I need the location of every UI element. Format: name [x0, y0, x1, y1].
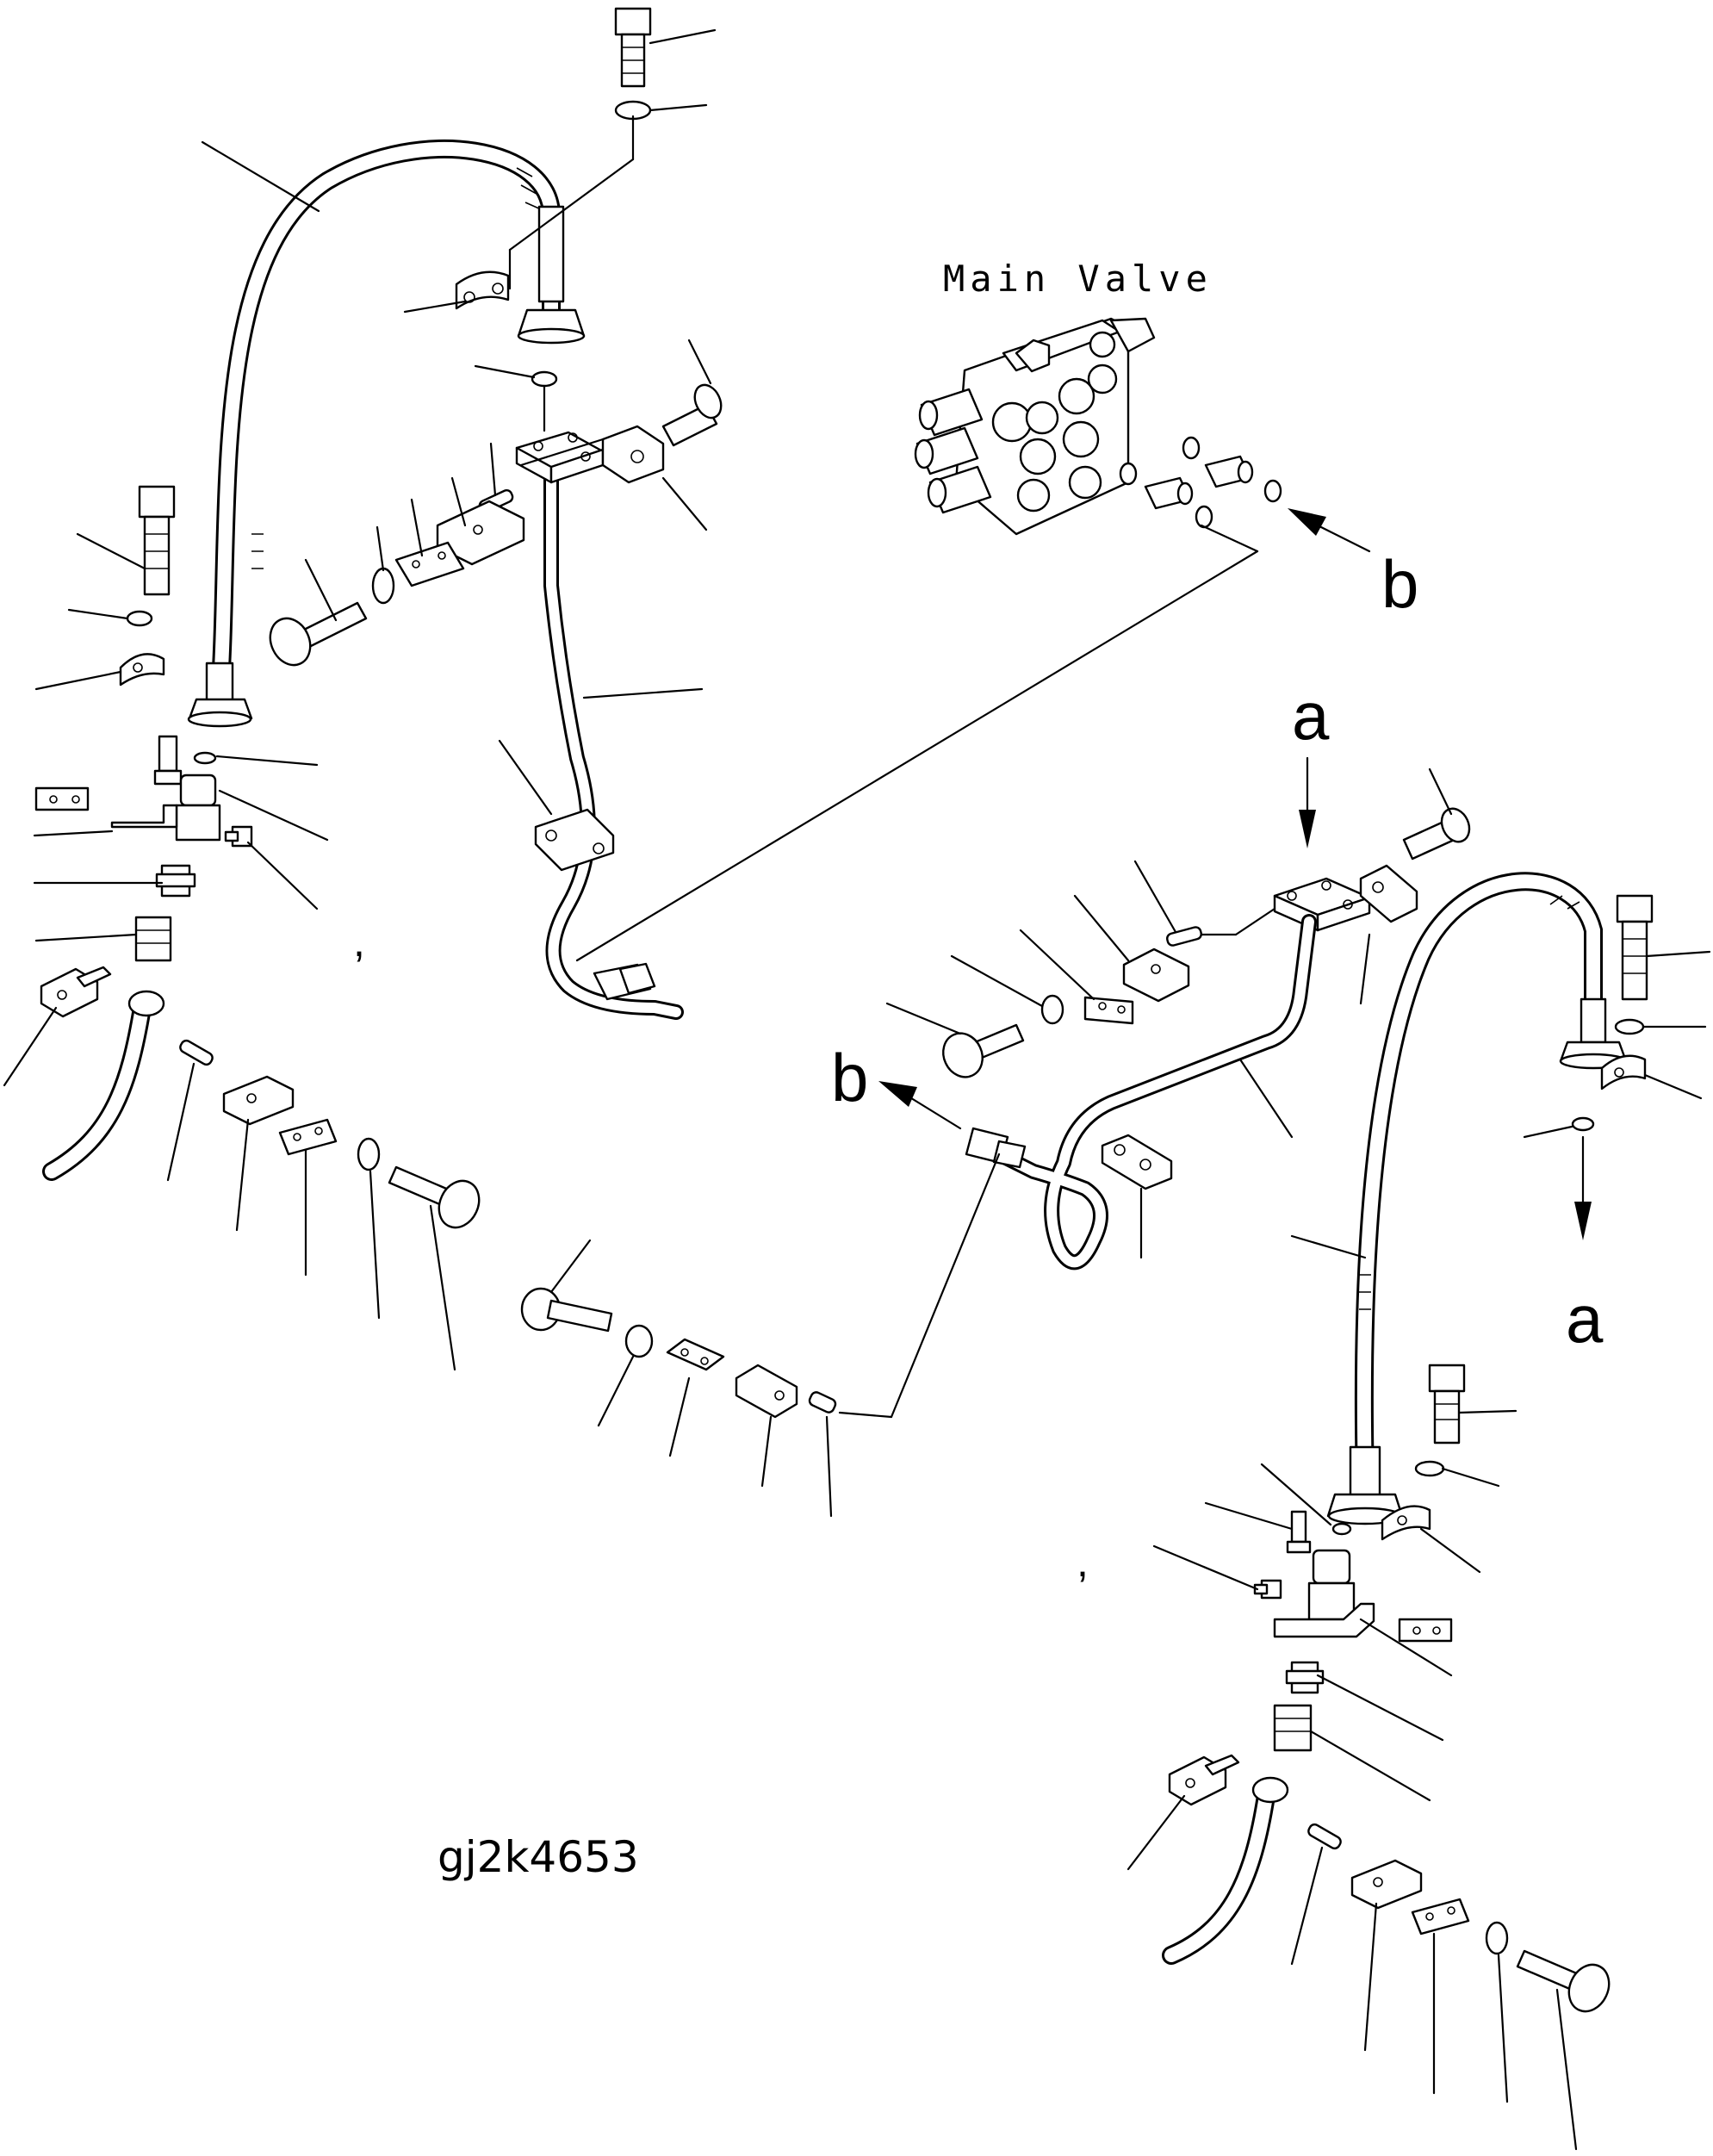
long-bolt-middle	[520, 1287, 613, 1333]
split-flange-right-top	[1600, 1054, 1647, 1090]
split-block-middle	[735, 1364, 798, 1419]
hose-fitting-right-bottom	[1326, 1445, 1404, 1525]
washer-right-lower	[1414, 1460, 1445, 1477]
bracket-plate-left	[34, 786, 90, 811]
adapter-right	[1307, 1549, 1356, 1621]
hose-left	[210, 140, 561, 707]
nut-right	[1273, 1704, 1313, 1752]
main-valve-body	[954, 317, 1156, 536]
plate-left	[394, 541, 465, 587]
tube-end-nut-right	[965, 1127, 1027, 1169]
bolt-far-left	[138, 485, 176, 596]
washer-middle	[624, 1324, 654, 1358]
drawing-code: gj2k4653	[438, 1832, 639, 1882]
split-block-right-upper	[1122, 948, 1190, 1003]
plug-fitting-left	[153, 735, 183, 786]
hose-left-lower	[42, 990, 165, 1181]
o-ring-valve-2	[1119, 462, 1138, 486]
leader-lines-right-top	[1523, 950, 1711, 1139]
hose-fitting-left-top	[517, 205, 586, 345]
pin-lower-right	[1307, 1823, 1342, 1850]
tube-flange-top-left	[515, 431, 605, 484]
nipple-right	[1285, 1661, 1325, 1694]
plate-right-upper	[1083, 996, 1134, 1025]
bracket-plate-right	[1398, 1618, 1453, 1643]
split-flange-block-top-right	[1359, 864, 1418, 923]
ref-letter-a-bottom: a	[1566, 1281, 1604, 1357]
bolt-right-lower	[1428, 1364, 1466, 1445]
elbow-small-left	[224, 825, 253, 848]
split-block-lower-right-2	[1350, 1859, 1423, 1910]
tube-flange-top-right	[1273, 877, 1371, 932]
nipple-left	[155, 864, 196, 898]
arrow-a-bottom	[1574, 1135, 1592, 1240]
steel-tube-left	[543, 462, 684, 1020]
ref-letter-a-top: a	[1292, 678, 1330, 754]
washer-left-mid	[371, 567, 395, 605]
plate-middle	[666, 1338, 725, 1371]
elbow-small-right	[1253, 1579, 1282, 1600]
washer-right-top	[1614, 1018, 1645, 1035]
split-flange-block-right	[601, 425, 665, 484]
o-ring-valve-1	[1182, 436, 1201, 460]
split-block-lower-left	[40, 966, 112, 1018]
washer-right-upper	[1040, 994, 1064, 1025]
bracket-right	[1273, 1602, 1375, 1638]
leader-lines-far-left	[34, 532, 146, 691]
split-flange-far-left	[119, 653, 165, 687]
bracket-left	[110, 804, 178, 829]
arrow-a-top	[1299, 756, 1316, 848]
comma-mark-right: ,	[1077, 1538, 1089, 1586]
o-ring-small-left	[193, 751, 217, 765]
pin-lower-left	[179, 1039, 214, 1066]
pin-right-upper	[1166, 926, 1202, 947]
leader-lines-right-lower	[1419, 1409, 1517, 1574]
comma-mark-left: ,	[353, 917, 365, 966]
hose-right-lower	[1162, 1776, 1289, 1965]
long-bolt-right-upper	[942, 1023, 1025, 1078]
valve-adapter-2	[1144, 476, 1194, 510]
plug-fitting-right	[1286, 1510, 1312, 1554]
tube-end-nut-left	[593, 962, 656, 1001]
valve-adapter-1	[1204, 455, 1254, 488]
pin-middle	[808, 1391, 837, 1414]
ref-letter-b-right: b	[1381, 546, 1418, 622]
long-bolt-lower-left	[388, 1165, 481, 1229]
arrow-b-left	[878, 1081, 962, 1130]
steel-tube-right	[991, 914, 1317, 1271]
nut-left	[134, 916, 172, 962]
washer-lower-left	[357, 1137, 381, 1171]
ref-letter-b-left: b	[831, 1040, 868, 1115]
o-ring-valve-3	[1263, 479, 1282, 503]
split-block-lower-left-2	[222, 1075, 295, 1126]
long-bolt-lower-right	[1516, 1949, 1611, 2013]
hose-right	[1354, 872, 1603, 1491]
bolt-right-top	[1616, 894, 1654, 1001]
leader-lines-top	[201, 28, 717, 314]
washer-lower-right	[1485, 1921, 1509, 1955]
hose-fitting-left-bottom	[187, 662, 253, 728]
o-ring-right-small	[1331, 1522, 1352, 1536]
long-bolt-left	[269, 601, 368, 667]
main-valve-label: Main Valve	[943, 258, 1213, 300]
o-ring-valve-4	[1195, 505, 1213, 529]
arrow-b-right	[1288, 508, 1371, 553]
leader-lines-fittings-left	[33, 829, 164, 942]
main-valve-spool-caps	[914, 388, 992, 514]
tube-clamp-right	[1101, 1134, 1173, 1190]
socket-bolt-upper	[661, 383, 723, 447]
split-block-lower-right	[1168, 1754, 1240, 1806]
split-flange-top	[455, 270, 510, 310]
washer-far-left	[126, 610, 153, 627]
socket-bolt-top-right	[1402, 807, 1471, 861]
bolt-top	[614, 7, 652, 88]
o-ring-flange-left	[531, 370, 558, 388]
plate-lower-right	[1411, 1898, 1470, 1935]
tube-clamp-left	[534, 808, 615, 872]
plate-lower-left	[278, 1118, 338, 1156]
split-flange-right-lower	[1381, 1505, 1431, 1541]
o-ring-right-flange	[1571, 1116, 1595, 1132]
adapter-left	[175, 774, 221, 842]
